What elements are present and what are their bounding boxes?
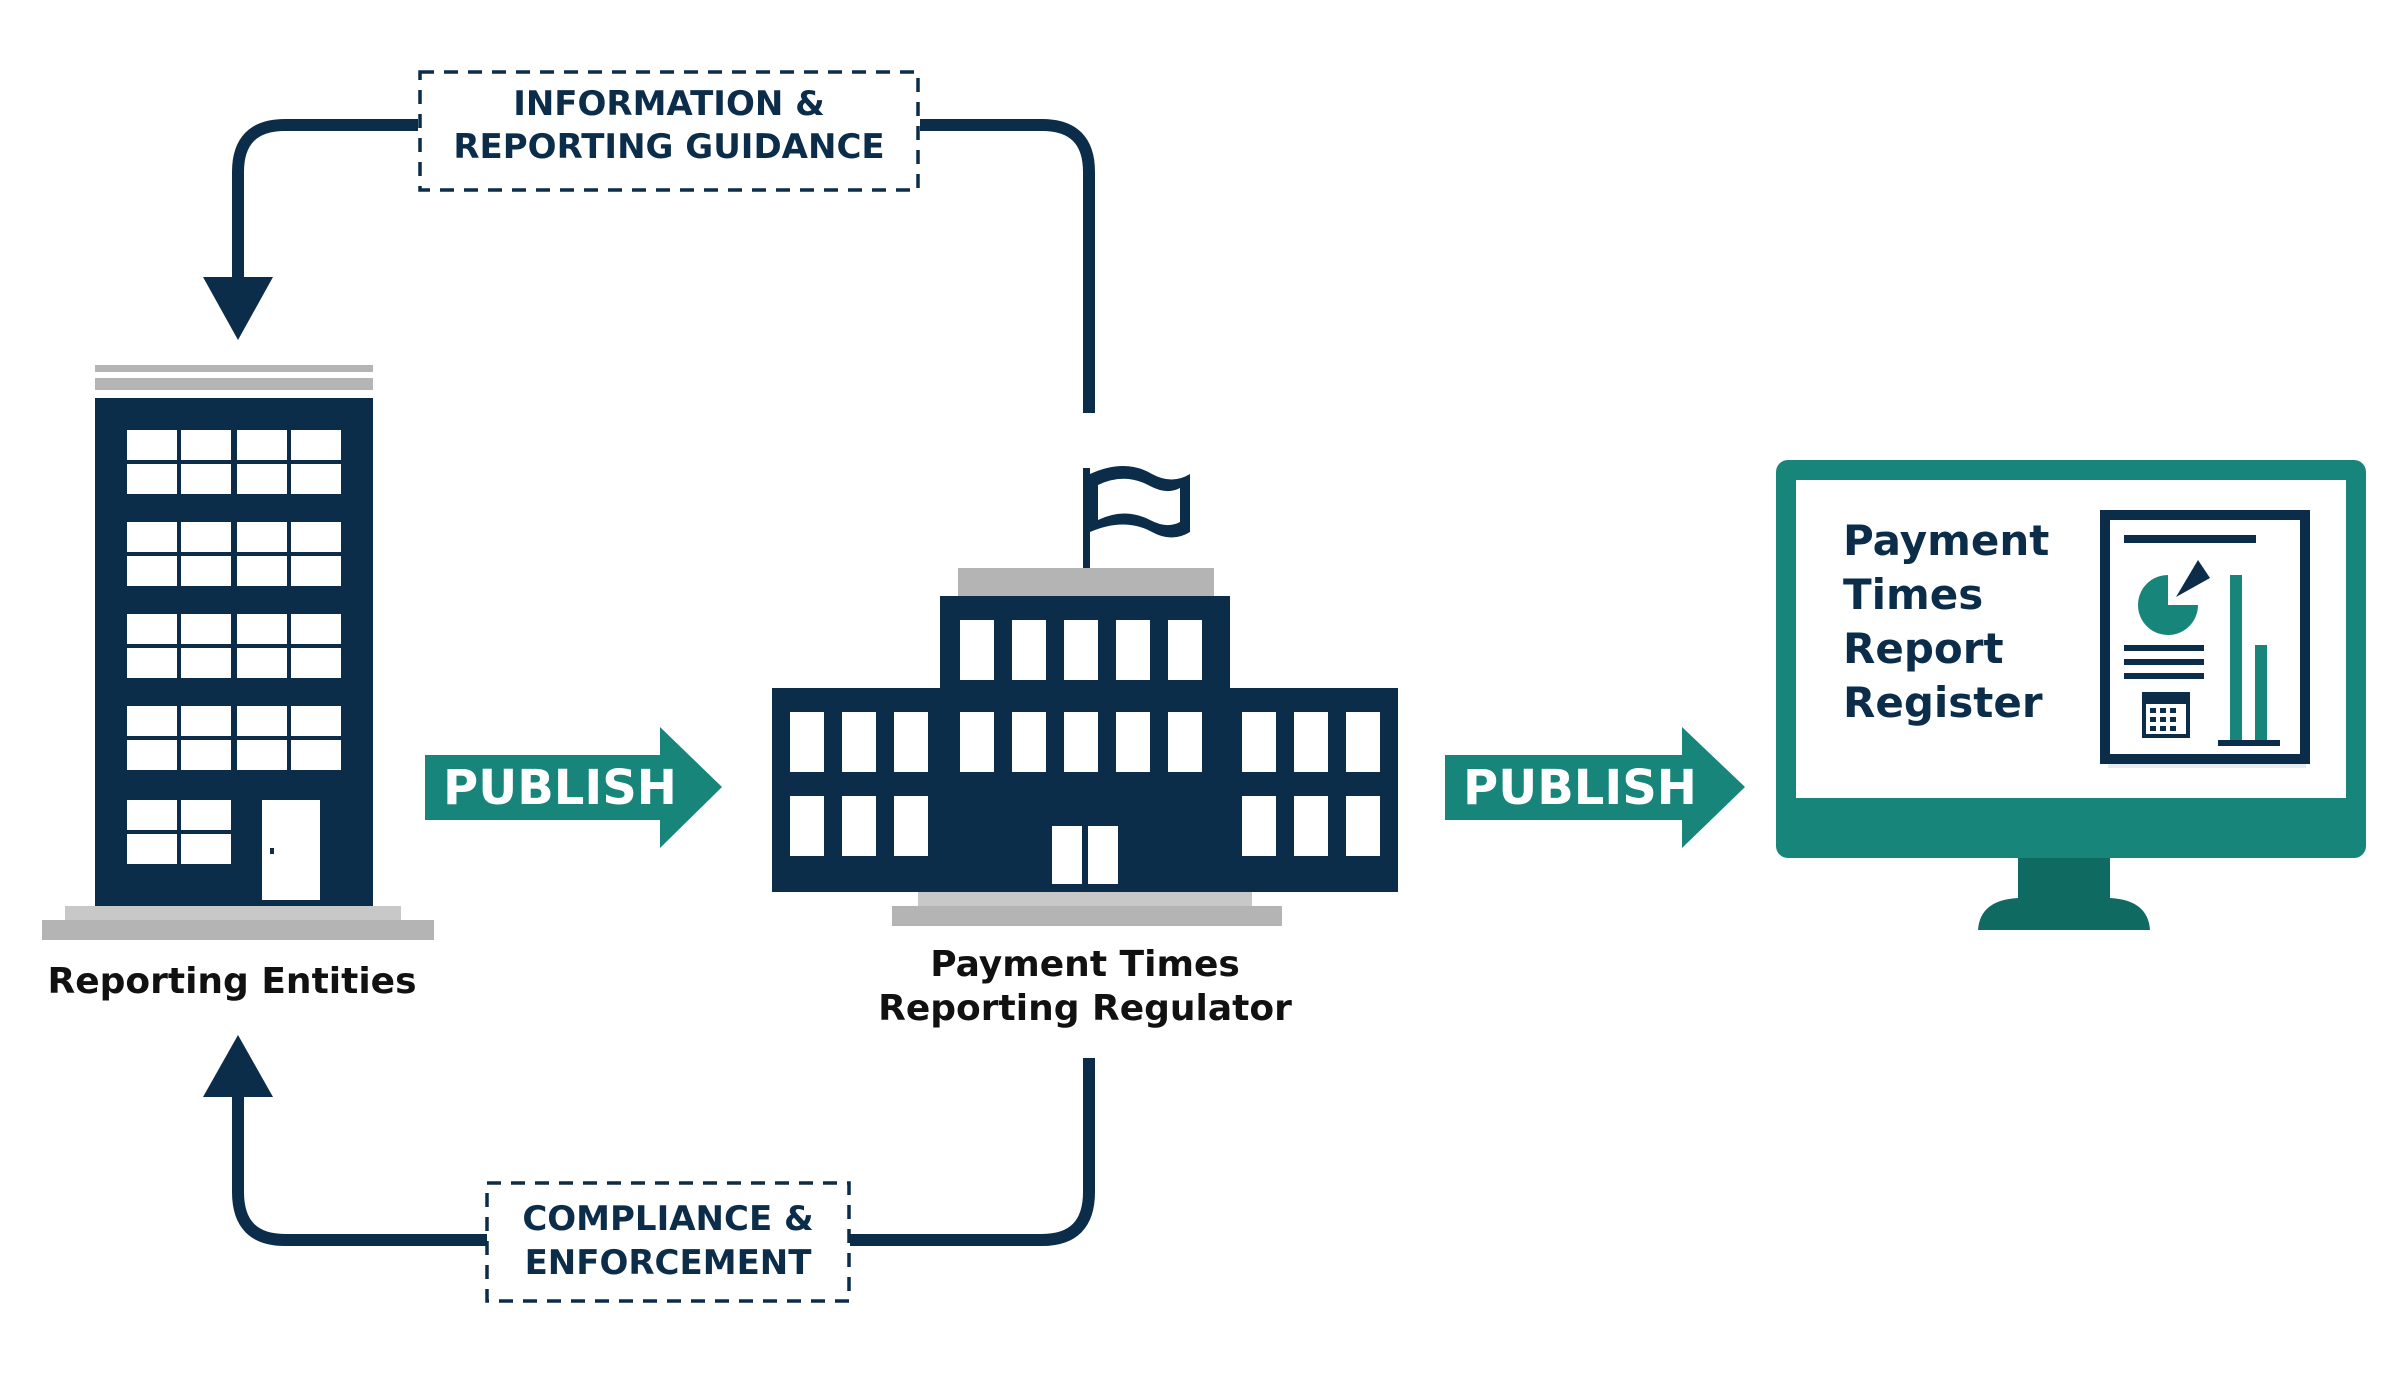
gov-window xyxy=(842,796,876,856)
office-window-pane xyxy=(181,800,231,830)
office-window-pane xyxy=(127,522,177,552)
office-window-pane xyxy=(181,464,231,494)
office-window-pane xyxy=(127,556,177,586)
office-building-icon xyxy=(42,365,434,940)
publish-label-right: PUBLISH xyxy=(1463,760,1697,816)
office-window-pane xyxy=(291,556,341,586)
gov-window xyxy=(894,796,928,856)
guidance-arrowhead-down xyxy=(203,277,273,340)
gov-window xyxy=(1294,712,1328,772)
gov-window xyxy=(1346,796,1380,856)
gov-window xyxy=(1116,620,1150,680)
register-label-line4: Register xyxy=(1843,678,2043,727)
office-window-pane xyxy=(291,740,341,770)
guidance-label-line2: REPORTING GUIDANCE xyxy=(453,127,884,167)
office-window-pane xyxy=(237,522,287,552)
office-window-pane xyxy=(291,430,341,460)
compliance-flow-line xyxy=(232,1058,1095,1246)
office-window-pane xyxy=(181,648,231,678)
bar-chart-icon xyxy=(2218,575,2280,746)
publish-label-left: PUBLISH xyxy=(443,760,677,816)
office-window-pane xyxy=(237,648,287,678)
office-window-pane xyxy=(237,430,287,460)
office-window-pane xyxy=(181,556,231,586)
office-window-pane xyxy=(181,740,231,770)
gov-window xyxy=(1012,620,1046,680)
gov-window xyxy=(960,712,994,772)
office-window-pane xyxy=(291,464,341,494)
office-window-pane xyxy=(237,706,287,736)
gov-window xyxy=(1012,712,1046,772)
office-window-pane xyxy=(127,430,177,460)
register-label-line3: Report xyxy=(1843,624,2004,673)
office-window-pane xyxy=(127,464,177,494)
office-window-pane xyxy=(237,464,287,494)
publish-arrow-right: PUBLISH xyxy=(1445,727,1745,848)
gov-window xyxy=(1168,712,1202,772)
office-window-pane xyxy=(181,614,231,644)
office-window-pane xyxy=(291,648,341,678)
guidance-label-box xyxy=(418,70,920,192)
regulator-label-line1: Payment Times xyxy=(930,944,1240,985)
government-building-icon xyxy=(772,466,1398,926)
office-window-pane xyxy=(237,740,287,770)
pie-chart-icon xyxy=(2138,560,2210,635)
compliance-label-box xyxy=(485,1181,851,1303)
office-window-pane xyxy=(127,706,177,736)
gov-window xyxy=(1064,620,1098,680)
gov-window xyxy=(790,796,824,856)
office-window-pane xyxy=(181,522,231,552)
gov-window xyxy=(960,620,994,680)
gov-window xyxy=(790,712,824,772)
gov-window xyxy=(1242,712,1276,772)
gov-window xyxy=(1242,796,1276,856)
compliance-label-line1: COMPLIANCE & xyxy=(522,1199,813,1239)
gov-window xyxy=(1346,712,1380,772)
office-window-pane xyxy=(181,834,231,864)
office-window-pane xyxy=(181,430,231,460)
office-window-pane xyxy=(127,648,177,678)
register-label-line1: Payment xyxy=(1843,516,2049,565)
guidance-label-line1: INFORMATION & xyxy=(513,84,825,124)
compliance-label-line2: ENFORCEMENT xyxy=(525,1243,813,1283)
office-window-pane xyxy=(127,834,177,864)
gov-window xyxy=(1116,712,1150,772)
office-window-pane xyxy=(127,614,177,644)
reporting-entities-label: Reporting Entities xyxy=(47,961,416,1002)
gov-window xyxy=(1294,796,1328,856)
compliance-arrowhead-up xyxy=(203,1035,273,1097)
office-window-pane xyxy=(237,556,287,586)
office-window-pane xyxy=(237,614,287,644)
register-label-line2: Times xyxy=(1843,570,1983,619)
office-window-pane xyxy=(127,740,177,770)
gov-window xyxy=(842,712,876,772)
guidance-flow-line xyxy=(232,119,1095,413)
gov-window xyxy=(1064,712,1098,772)
gov-window xyxy=(1168,620,1202,680)
flag-icon xyxy=(1083,466,1190,574)
office-window-pane xyxy=(127,800,177,830)
office-window-pane xyxy=(291,522,341,552)
office-window-pane xyxy=(291,614,341,644)
calendar-icon xyxy=(2142,692,2190,738)
report-document-icon xyxy=(2100,510,2310,768)
regulator-label-line2: Reporting Regulator xyxy=(878,988,1292,1029)
office-window-pane xyxy=(181,706,231,736)
office-window-pane xyxy=(291,706,341,736)
gov-window xyxy=(894,712,928,772)
publish-arrow-left: PUBLISH xyxy=(425,727,722,848)
